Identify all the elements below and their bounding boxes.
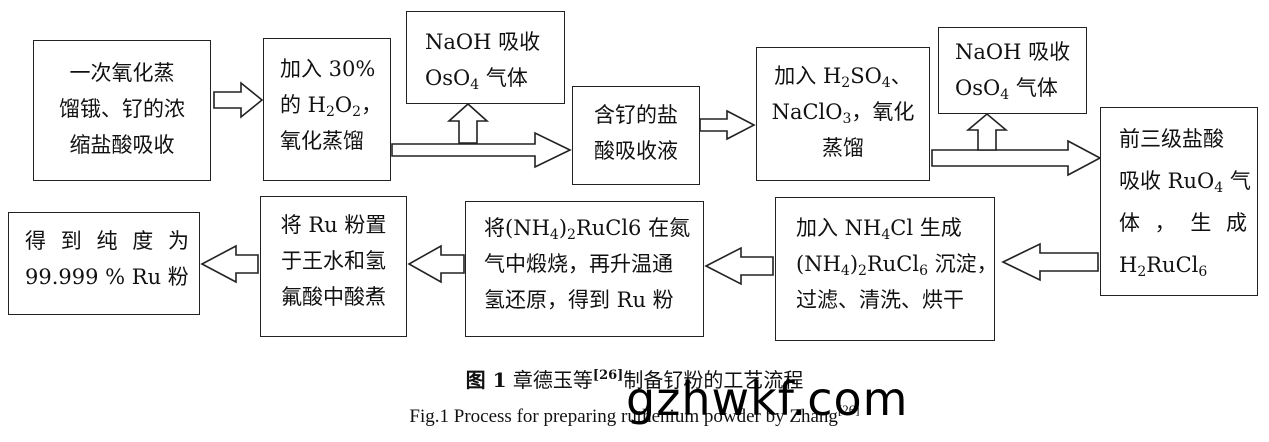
arrow-up-to-b6 xyxy=(965,112,1009,151)
arrow-b5-to-b7 xyxy=(931,139,1102,177)
caption-en: Fig.1 Process for preparing ruthenium po… xyxy=(409,402,860,427)
step-box-6: NaOH 吸收 OsO4 气体 xyxy=(938,27,1087,114)
step-box-3: NaOH 吸收 OsO4 气体 xyxy=(406,11,565,104)
step-box-9: 将(NH4)2RuCl6 在氮 气中煅烧，再升温通 氢还原，得到 Ru 粉 xyxy=(465,201,704,337)
step-box-7: 前三级盐酸 吸收 RuO4 气 体 ， 生 成 H2RuCl6 xyxy=(1100,107,1258,296)
watermark: gzhwkf.com xyxy=(626,372,909,426)
arrow-up-to-b3 xyxy=(446,102,490,144)
step-box-11: 得 到 纯 度 为 99.999 % Ru 粉 xyxy=(8,212,200,315)
step-box-1: 一次氧化蒸 馏锇、钌的浓 缩盐酸吸收 xyxy=(33,40,211,181)
arrow-b9-to-b10 xyxy=(407,244,465,284)
step-box-2: 加入 30% 的 H2O2， 氧化蒸馏 xyxy=(263,38,391,181)
arrow-b10-to-b11 xyxy=(200,244,259,284)
caption-zh: 图 1 章德玉等[26]制备钌粉的工艺流程 xyxy=(465,368,804,392)
arrow-b2-to-b4 xyxy=(391,131,572,169)
arrow-b4-to-b5 xyxy=(699,109,756,141)
step-box-10: 将 Ru 粉置 于王水和氢 氟酸中酸煮 xyxy=(260,196,407,337)
step-box-8: 加入 NH4Cl 生成 (NH4)2RuCl6 沉淀， 过滤、清洗、烘干 xyxy=(775,197,998,341)
arrow-b8-to-b9 xyxy=(704,246,774,286)
step-box-5: 加入 H2SO4、 NaClO3，氧化 蒸馏 xyxy=(756,47,930,181)
step-box-4: 含钌的盐 酸吸收液 xyxy=(572,86,700,185)
arrow-b1-to-b2 xyxy=(213,81,264,119)
arrow-b7-to-b8 xyxy=(1001,242,1099,282)
